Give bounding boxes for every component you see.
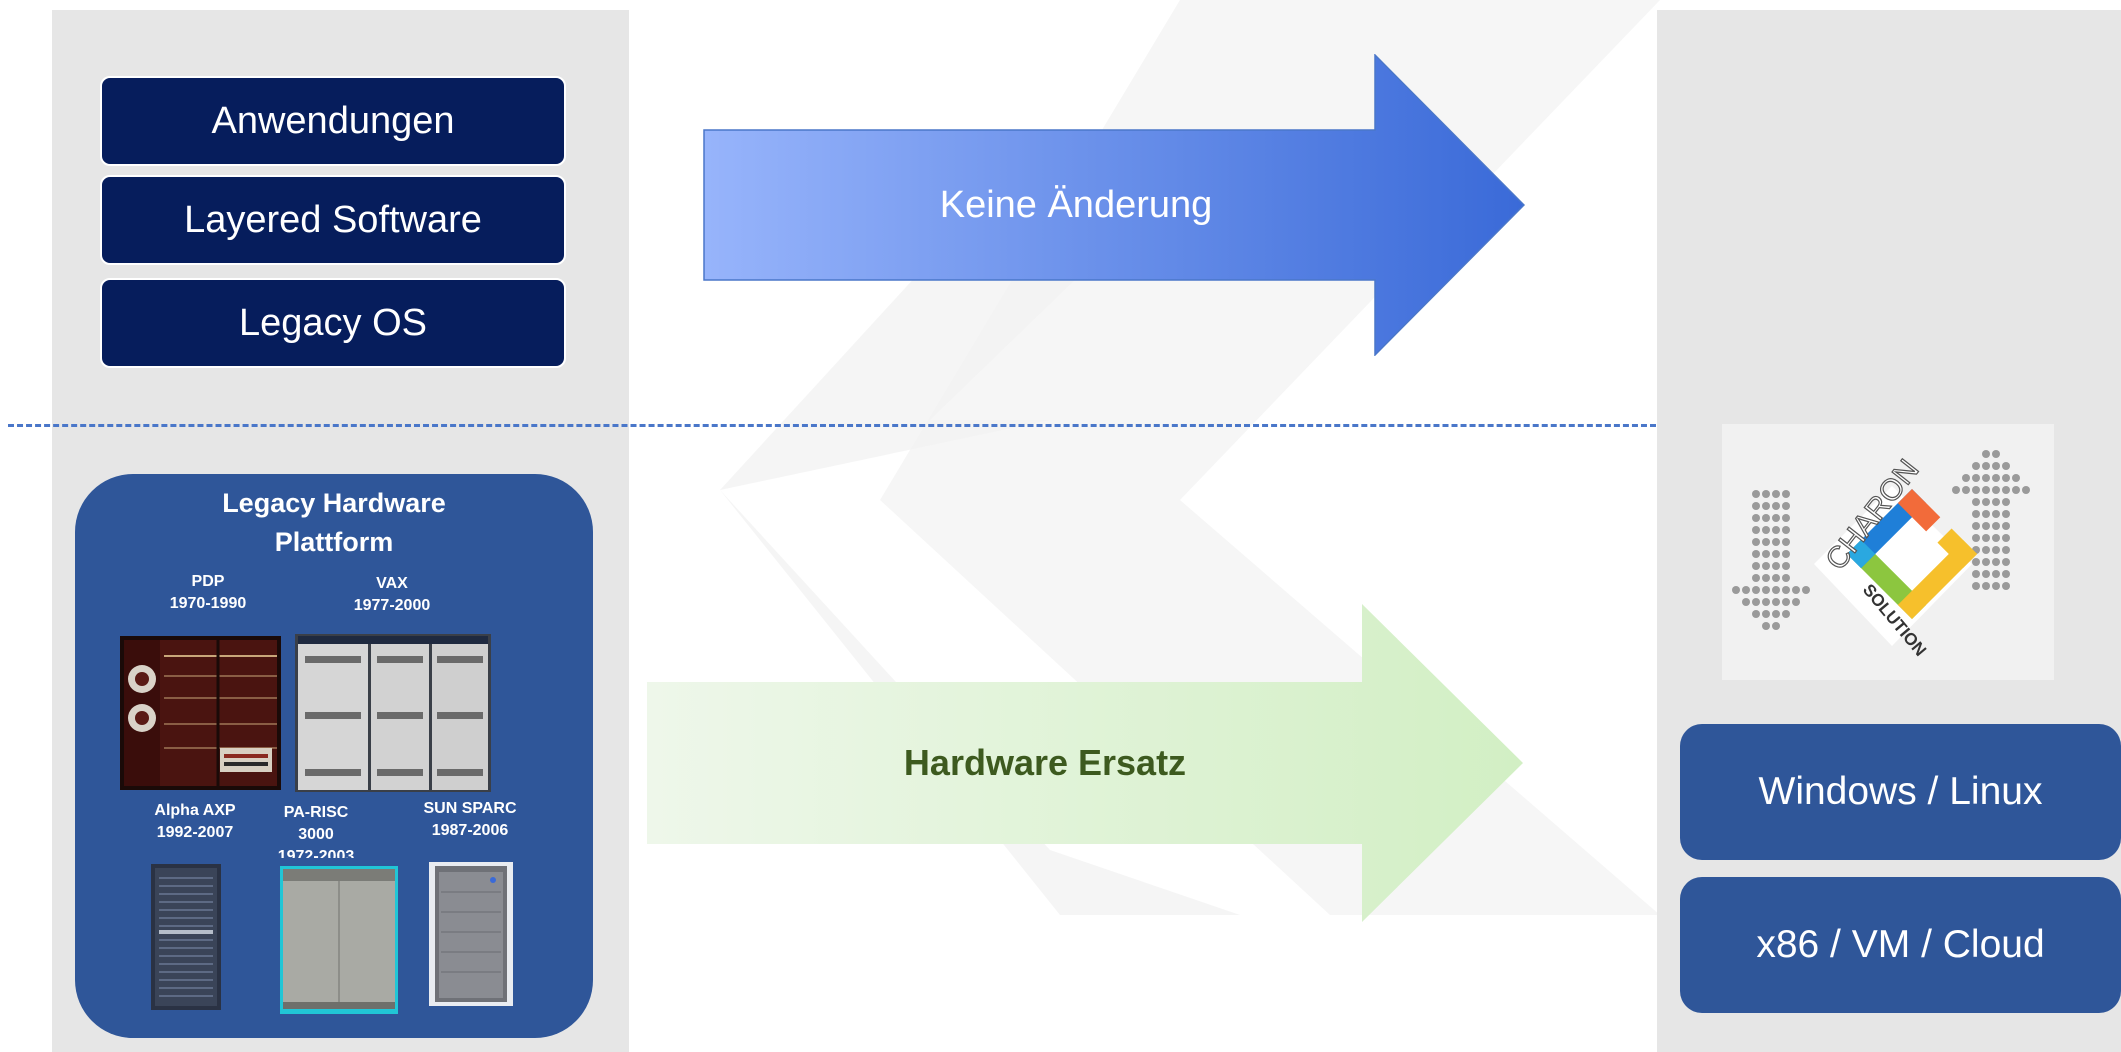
alpha-name: Alpha AXP — [154, 802, 236, 819]
host-os-box: Windows / Linux — [1680, 724, 2121, 860]
alpha-label: Alpha AXP 1992-2007 — [125, 800, 265, 844]
alpha-years: 1992-2007 — [156, 824, 234, 841]
pa-risc-machine-image — [280, 866, 398, 1014]
pa-risc-years: 1972-2003 — [277, 848, 355, 858]
pa-risc-model: 3000 — [298, 826, 334, 843]
vax-years: 1977-2000 — [353, 597, 431, 614]
layered-software-box: Layered Software — [100, 175, 566, 265]
sun-sparc-years: 1987-2006 — [431, 822, 509, 839]
pdp-label: PDP 1970-1990 — [153, 571, 263, 615]
pa-risc-name: PA-RISC — [283, 804, 349, 821]
sun-sparc-label: SUN SPARC 1987-2006 — [411, 798, 529, 842]
layer-divider — [8, 424, 1656, 427]
hardware-replacement-arrow — [647, 604, 1523, 922]
sun-sparc-machine-image — [429, 862, 513, 1006]
pdp-years: 1970-1990 — [169, 595, 247, 612]
apps-box: Anwendungen — [100, 76, 566, 166]
vax-label: VAX 1977-2000 — [337, 573, 447, 617]
no-change-arrow — [703, 54, 1525, 356]
pdp-name: PDP — [191, 573, 225, 590]
legacy-hardware-title-line1: Legacy Hardware — [222, 488, 446, 518]
pdp-machine-image — [120, 636, 281, 790]
alpha-machine-image — [151, 864, 221, 1010]
pa-risc-label: PA-RISC 3000 1972-2003 — [257, 802, 375, 858]
legacy-hardware-title-line2: Plattform — [274, 527, 394, 557]
vax-machine-image — [295, 634, 491, 792]
sun-sparc-name: SUN SPARC — [423, 800, 517, 817]
vax-name: VAX — [376, 575, 408, 592]
host-platform-box: x86 / VM / Cloud — [1680, 877, 2121, 1013]
hardware-replacement-label: Hardware Ersatz — [903, 742, 1187, 783]
charon-solution-logo: CHARON SOLUTION — [1722, 424, 2054, 680]
legacy-hardware-panel: Legacy Hardware Plattform PDP 1970-1990 … — [75, 474, 593, 1038]
legacy-os-box: Legacy OS — [100, 278, 566, 368]
no-change-label: Keine Änderung — [939, 183, 1213, 226]
